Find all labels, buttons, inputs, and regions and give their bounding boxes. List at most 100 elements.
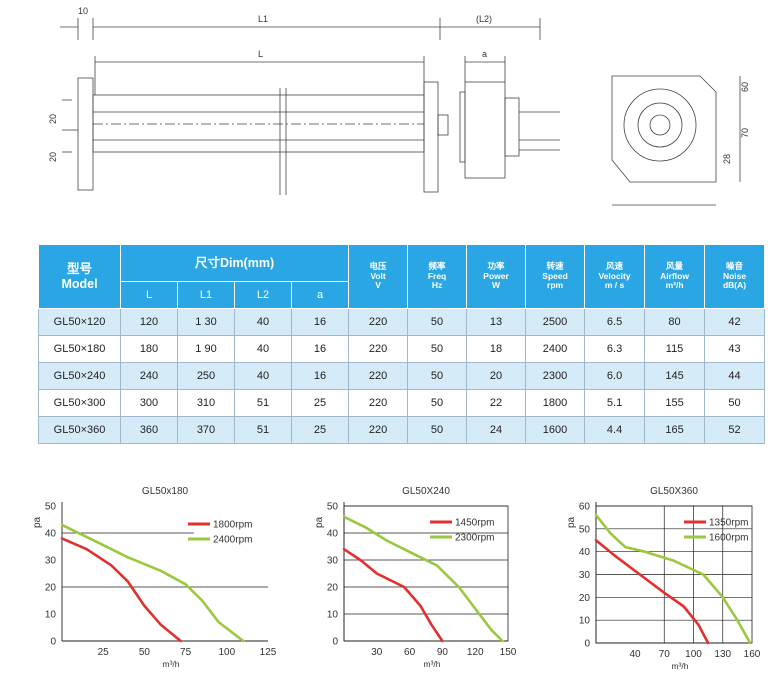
y-tick-label: 20: [579, 593, 591, 604]
cell: 310: [177, 389, 235, 417]
cell: 240: [120, 362, 178, 390]
col-en: Power: [483, 270, 509, 281]
cell: GL50×180: [38, 335, 121, 363]
y-tick-label: 30: [579, 570, 591, 581]
cell: 50: [407, 308, 468, 336]
col-en: Airflow: [660, 270, 689, 281]
cell: 2300: [525, 362, 586, 390]
cell: 25: [290, 416, 350, 444]
y-tick-label: 0: [50, 637, 56, 648]
cell: GL50×120: [38, 308, 121, 336]
x-tick-label: 75: [180, 647, 192, 658]
cell: 40: [234, 335, 292, 363]
y-tick-label: 30: [327, 556, 339, 567]
cell: 6.0: [584, 362, 646, 390]
cell: 24: [466, 416, 527, 444]
cell: 2400: [525, 335, 586, 363]
x-axis-label: m³/h: [163, 659, 180, 669]
y-tick-label: 50: [327, 502, 339, 513]
col-unit: W: [492, 280, 501, 291]
cell: 6.5: [584, 308, 646, 336]
cell: 120: [120, 308, 178, 336]
y-tick-label: 10: [45, 610, 57, 621]
dim-l1: L1: [258, 14, 268, 24]
col-unit: dB(A): [722, 280, 747, 291]
cell: 220: [348, 308, 409, 336]
x-tick-label: 130: [714, 649, 731, 660]
cell: 115: [644, 335, 706, 363]
col-zh: 噪音: [726, 260, 744, 271]
col-en: Noise: [722, 270, 747, 281]
y-tick-label: 20: [45, 583, 57, 594]
cell: 51: [234, 416, 292, 444]
cell: 50: [407, 416, 468, 444]
x-tick-label: 160: [744, 649, 761, 660]
y-tick-label: 0: [584, 639, 590, 650]
cell: 1800: [525, 389, 586, 417]
series-line: [60, 537, 182, 643]
cell: 2500: [525, 308, 586, 336]
chart-title: GL50x180: [142, 486, 189, 497]
x-tick-label: 90: [437, 647, 449, 658]
cell: 42: [704, 308, 766, 336]
cell: 43: [704, 335, 766, 363]
x-tick-label: 50: [139, 647, 151, 658]
cell: 13: [466, 308, 527, 336]
dim-60: 60: [740, 82, 750, 92]
cell: 220: [348, 362, 409, 390]
col-zh: 转速: [546, 260, 564, 271]
cell: 20: [466, 362, 527, 390]
cell: 370: [177, 416, 235, 444]
cell: GL50×240: [38, 362, 121, 390]
legend-label: 1600rpm: [709, 533, 748, 544]
series-line: [594, 539, 710, 645]
cell: 50: [704, 389, 766, 417]
col-unit: rpm: [547, 280, 564, 291]
dim-sub-a: a: [290, 281, 350, 309]
cell: 180: [120, 335, 178, 363]
y-tick-label: 10: [327, 610, 339, 621]
legend-label: 2400rpm: [213, 535, 252, 546]
col-en: Freq: [427, 270, 447, 281]
y-tick-label: 10: [579, 616, 591, 627]
dim-sub-l1: L1: [177, 281, 235, 309]
dim-28: 28: [722, 154, 732, 164]
x-tick-label: 25: [98, 647, 110, 658]
col-unit: m / s: [604, 280, 625, 291]
cell: 5.1: [584, 389, 646, 417]
dim-sub-l2: L2: [234, 281, 292, 309]
x-tick-label: 70: [659, 649, 671, 660]
legend-label: 1450rpm: [455, 518, 494, 529]
x-tick-label: 125: [260, 647, 277, 658]
x-tick-label: 100: [685, 649, 702, 660]
col-zh: 功率: [487, 260, 505, 271]
dim-20-lower: 20: [48, 152, 58, 162]
col-unit: Hz: [431, 280, 443, 291]
cell: 52: [704, 416, 766, 444]
series-line: [342, 515, 504, 643]
cell: 50: [407, 335, 468, 363]
x-tick-label: 150: [500, 647, 517, 658]
x-axis-label: m³/h: [424, 659, 441, 669]
x-tick-label: 60: [404, 647, 416, 658]
y-tick-label: 20: [327, 583, 339, 594]
y-tick-label: 40: [45, 529, 57, 540]
technical-drawing: 10 L1 (L2) L a 20 20 60 70 28: [48, 6, 750, 206]
col-zh: 风量: [666, 260, 684, 271]
x-tick-label: 40: [629, 649, 641, 660]
col-en: Speed: [542, 270, 568, 281]
cell: 1600: [525, 416, 586, 444]
dim-sub-l: L: [120, 281, 178, 309]
cell: 250: [177, 362, 235, 390]
cell: 220: [348, 389, 409, 417]
